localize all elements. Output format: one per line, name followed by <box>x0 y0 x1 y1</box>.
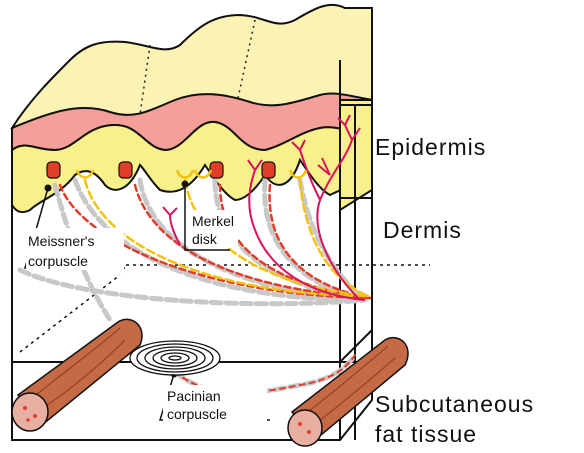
label-merkel-2: disk <box>192 231 218 247</box>
meissner-icon <box>210 162 223 178</box>
meissner-icon <box>47 162 60 178</box>
meissner-icon <box>119 162 132 178</box>
label-subcutaneous-2: fat tissue <box>375 421 477 447</box>
label-subcutaneous-1: Subcutaneous <box>375 391 534 417</box>
label-meissner-1: Meissner's <box>28 233 94 249</box>
label-epidermis: Epidermis <box>375 134 486 160</box>
label-merkel-1: Merkel <box>192 213 234 229</box>
label-pacinian-1: Pacinian <box>167 388 221 404</box>
label-pacinian-2: corpuscle <box>167 406 227 422</box>
fat-tissue-left <box>12 319 142 431</box>
label-meissner-2: corpuscle <box>28 253 88 269</box>
label-dermis: Dermis <box>383 217 462 243</box>
pacinian-corpuscle-icon <box>130 341 220 375</box>
meissner-icon <box>262 162 275 178</box>
